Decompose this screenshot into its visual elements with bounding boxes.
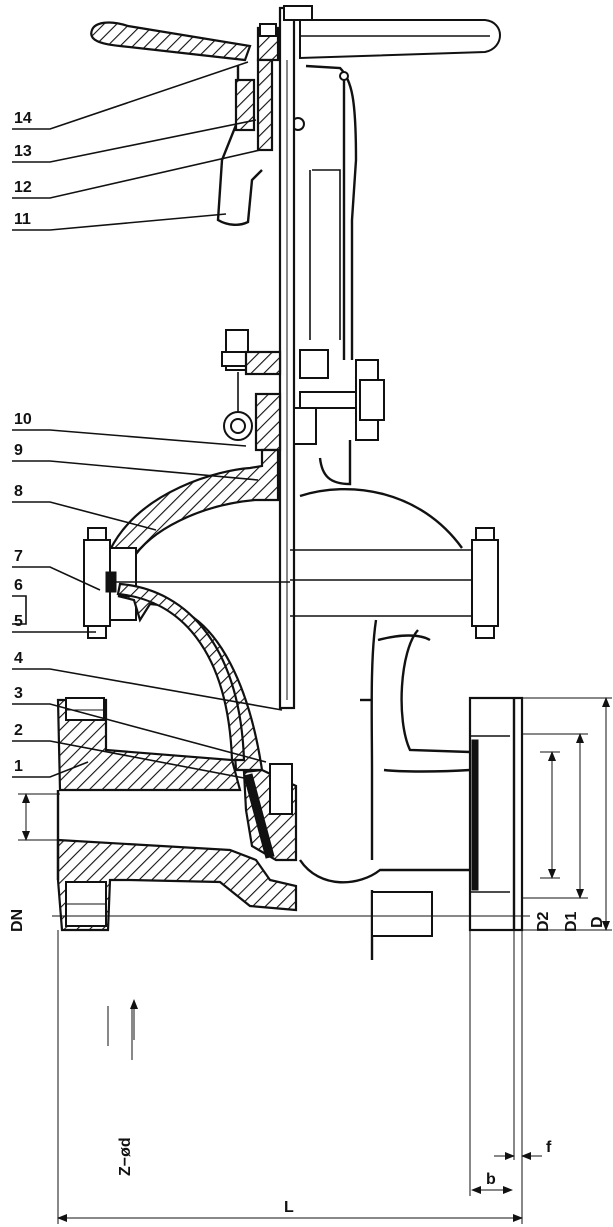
callout-10: 10 (14, 411, 32, 428)
callout-9: 9 (14, 442, 23, 459)
dim-bolt-holes: Z−ød (117, 1137, 134, 1176)
yoke (216, 58, 358, 360)
dim-D1: D1 (563, 911, 580, 932)
bonnet-bolts (83, 527, 499, 639)
callout-6: 6 (14, 577, 23, 594)
callout-12: 12 (14, 179, 32, 196)
callout-3: 3 (14, 685, 23, 702)
callout-4: 4 (14, 650, 23, 667)
dim-D2: D2 (535, 911, 552, 932)
callout-11: 11 (14, 211, 31, 228)
handwheel (90, 19, 501, 62)
dim-f: f (546, 1139, 552, 1156)
right-flange (468, 696, 524, 932)
dim-DN: DN (9, 909, 26, 932)
gland-assembly (221, 329, 385, 452)
dim-L: L (284, 1199, 294, 1216)
callout-5: 5 (14, 613, 23, 630)
callout-7: 7 (14, 548, 23, 565)
dim-D: D (589, 916, 606, 928)
callout-14: 14 (14, 110, 32, 127)
callout-2: 2 (14, 722, 23, 739)
dim-b: b (486, 1171, 496, 1188)
valve-body (56, 582, 471, 960)
callout-13: 13 (14, 143, 32, 160)
dimensions: DN D2 D1 D f b L Z−ød (9, 697, 612, 1224)
callout-numbers: 14 13 12 11 10 9 8 7 6 5 4 3 2 1 (14, 110, 32, 775)
callout-1: 1 (14, 758, 23, 775)
callout-leaders (12, 61, 283, 779)
callout-8: 8 (14, 483, 23, 500)
